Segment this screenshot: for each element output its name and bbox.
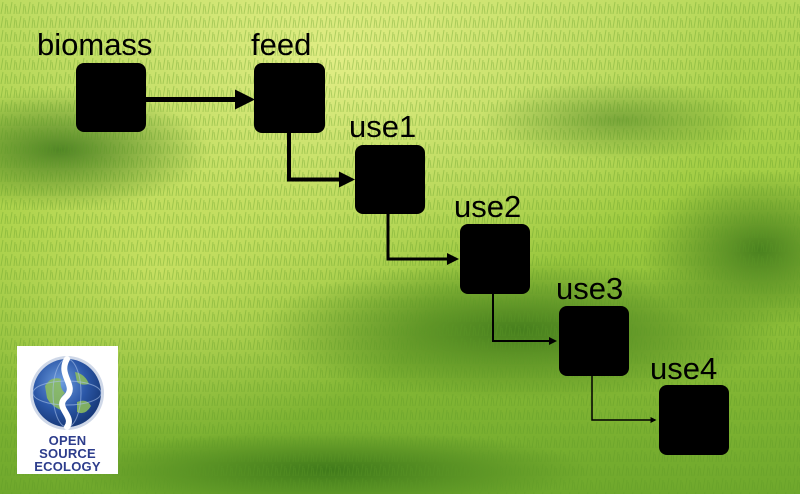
- edge-use3-to-use4: [591, 376, 657, 423]
- logo-line-source: SOURCE: [39, 446, 96, 461]
- node-use1: [355, 145, 425, 214]
- node-use2: [460, 224, 530, 294]
- globe-icon: [30, 356, 104, 430]
- open-source-ecology-logo: OPEN SOURCE ECOLOGY: [17, 346, 118, 474]
- label-use1: use1: [349, 109, 417, 144]
- logo-line-ecology: ECOLOGY: [34, 459, 101, 474]
- node-use4: [659, 385, 729, 455]
- label-use4: use4: [650, 351, 718, 386]
- label-biomass: biomass: [37, 27, 153, 62]
- label-use2: use2: [454, 189, 522, 224]
- edge-use1-to-use2: [386, 214, 459, 265]
- logo-line-open: OPEN: [48, 433, 87, 448]
- edge-use2-to-use3: [492, 294, 557, 345]
- label-use3: use3: [556, 271, 624, 306]
- edge-feed-to-use1: [287, 133, 355, 188]
- node-use3: [559, 306, 629, 376]
- node-biomass: [76, 63, 146, 132]
- label-feed: feed: [251, 27, 312, 62]
- node-feed: [254, 63, 325, 133]
